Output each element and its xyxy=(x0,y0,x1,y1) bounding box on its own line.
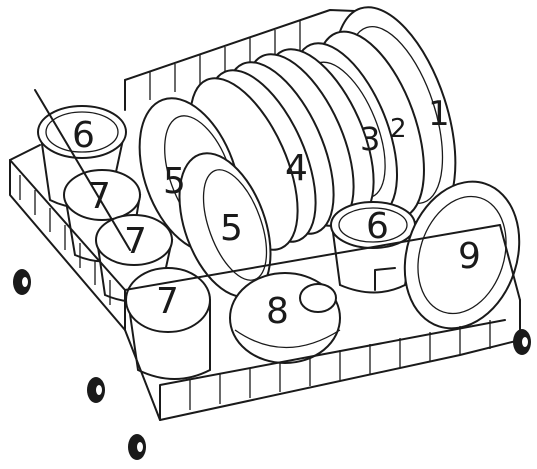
label-3: 3 xyxy=(360,120,380,158)
rack-wheels xyxy=(13,269,531,460)
label-5-front: 5 xyxy=(220,208,243,249)
plate-stack-4 xyxy=(189,48,375,251)
label-4: 4 xyxy=(285,148,308,189)
wheel-icon xyxy=(513,329,531,355)
label-7-middle: 7 xyxy=(124,221,147,262)
label-5-back: 5 xyxy=(163,161,186,202)
rack-front-frame xyxy=(9,89,521,421)
label-7-top: 7 xyxy=(88,176,111,217)
label-9: 9 xyxy=(458,236,481,277)
label-1: 1 xyxy=(428,94,450,134)
wheel-icon xyxy=(13,269,31,295)
plate-9 xyxy=(403,180,521,330)
dish-labels: 1 2 3 4 5 5 6 6 7 7 7 8 9 xyxy=(72,94,481,332)
bowl-5-front xyxy=(178,152,272,298)
wheel-icon xyxy=(128,434,146,460)
label-6-middle: 6 xyxy=(366,206,389,247)
label-8: 8 xyxy=(266,291,289,332)
cup-6-middle xyxy=(330,201,417,294)
glass-7-bottom xyxy=(125,267,211,380)
mug-8 xyxy=(229,272,341,364)
label-2: 2 xyxy=(390,114,407,144)
wheel-icon xyxy=(87,377,105,403)
label-6-left: 6 xyxy=(72,115,95,156)
label-7-bottom: 7 xyxy=(156,281,179,322)
